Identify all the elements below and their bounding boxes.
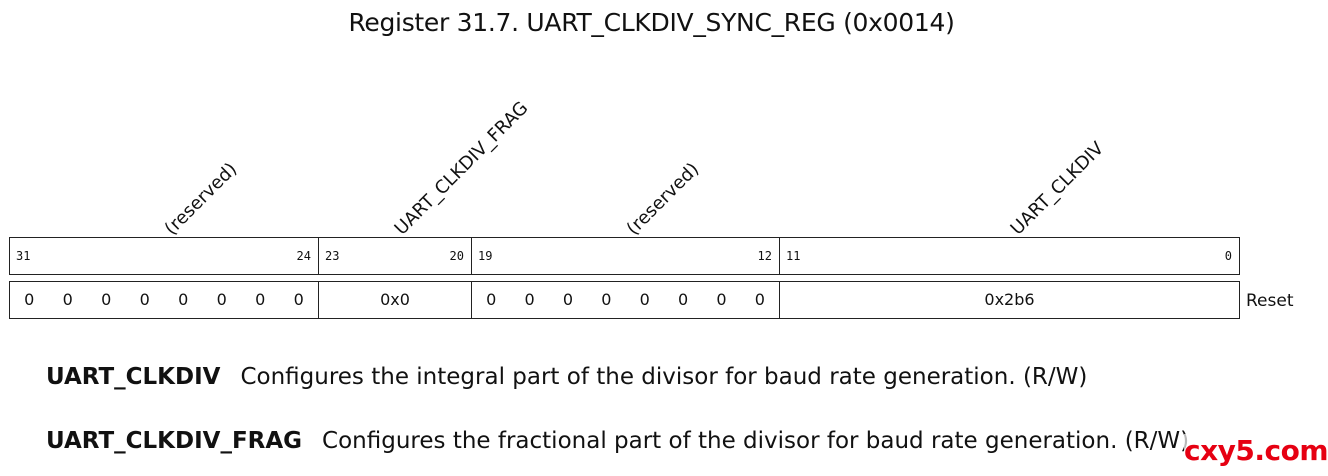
reset-bit: 0 xyxy=(62,290,73,309)
reset-cell-clkdiv-frag: 0x0 xyxy=(319,282,472,318)
field-description-clkdiv: UART_CLKDIV Configures the integral part … xyxy=(46,364,1087,390)
reset-value: 0x2b6 xyxy=(984,290,1035,309)
reset-value: 0x0 xyxy=(380,290,410,309)
field-label-clkdiv-frag: UART_CLKDIV_FRAG xyxy=(390,97,533,240)
reset-bit: 0 xyxy=(24,290,35,309)
bit-low: 20 xyxy=(449,249,464,263)
reset-bit: 0 xyxy=(255,290,266,309)
reset-bits: 0 0 0 0 0 0 0 0 xyxy=(472,290,779,309)
field-label-reserved-high: (reserved) xyxy=(160,158,242,240)
bit-cell-clkdiv-frag: 23 20 xyxy=(319,238,472,274)
reset-bit: 0 xyxy=(601,290,612,309)
reset-bit: 0 xyxy=(639,290,650,309)
description-field-name: UART_CLKDIV_FRAG xyxy=(46,428,303,454)
bit-low: 12 xyxy=(757,249,772,263)
reset-bits: 0 0 0 0 0 0 0 0 xyxy=(10,290,318,309)
reset-cell-reserved-low: 0 0 0 0 0 0 0 0 xyxy=(472,282,780,318)
bit-high: 11 xyxy=(786,249,801,263)
bit-low: 0 xyxy=(1224,249,1232,263)
reset-bit: 0 xyxy=(216,290,227,309)
description-field-name: UART_CLKDIV xyxy=(46,364,221,390)
reset-bit: 0 xyxy=(486,290,497,309)
bit-cell-clkdiv: 11 0 xyxy=(780,238,1239,274)
reset-label: Reset xyxy=(1246,291,1294,311)
bit-cell-reserved-high: 31 24 xyxy=(10,238,319,274)
reset-bit: 0 xyxy=(139,290,150,309)
field-label-clkdiv: UART_CLKDIV xyxy=(1006,137,1109,240)
reset-bit: 0 xyxy=(754,290,765,309)
bit-high: 19 xyxy=(478,249,493,263)
reset-bit: 0 xyxy=(716,290,727,309)
field-description-clkdiv-frag: UART_CLKDIV_FRAG Configures the fractiona… xyxy=(46,428,1189,454)
reset-bit: 0 xyxy=(524,290,535,309)
reset-bit: 0 xyxy=(293,290,304,309)
bit-high: 31 xyxy=(16,249,31,263)
reset-cell-reserved-high: 0 0 0 0 0 0 0 0 xyxy=(10,282,319,318)
reset-bit: 0 xyxy=(562,290,574,309)
reset-cell-clkdiv: 0x2b6 xyxy=(780,282,1239,318)
bit-low: 24 xyxy=(296,249,311,263)
watermark: cxy5.com xyxy=(1184,434,1328,467)
bit-high: 23 xyxy=(325,249,340,263)
reset-value-row: 0 0 0 0 0 0 0 0 0x0 0 0 0 0 0 0 0 0 0x2b… xyxy=(9,281,1240,319)
reset-bit: 0 xyxy=(178,290,189,309)
reset-bit: 0 xyxy=(101,290,112,309)
bit-number-row: 31 24 23 20 19 12 11 0 xyxy=(9,237,1240,275)
register-title: Register 31.7. UART_CLKDIV_SYNC_REG (0x0… xyxy=(348,8,955,37)
bit-cell-reserved-low: 19 12 xyxy=(472,238,780,274)
reset-bit: 0 xyxy=(677,290,689,309)
description-text: Configures the integral part of the divi… xyxy=(240,364,1088,390)
description-text: Configures the fractional part of the di… xyxy=(322,428,1190,454)
field-label-reserved-low: (reserved) xyxy=(622,158,704,240)
